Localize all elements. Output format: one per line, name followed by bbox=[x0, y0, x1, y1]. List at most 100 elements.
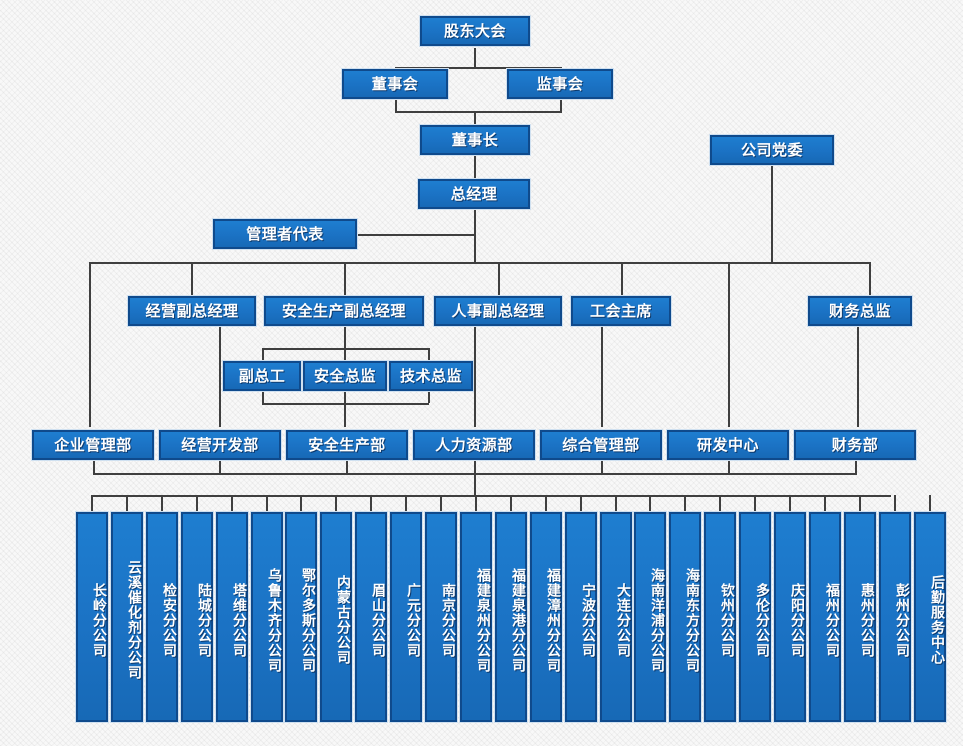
connector-branch-bar bbox=[91, 495, 891, 497]
node-department-finance[interactable]: 财务部 bbox=[793, 429, 917, 461]
node-label: 多伦分公司 bbox=[754, 582, 770, 658]
node-board-of-directors[interactable]: 董事会 bbox=[341, 68, 449, 100]
connector-branch-drop bbox=[91, 495, 93, 512]
node-label: 董事长 bbox=[451, 130, 499, 149]
node-branch-company[interactable]: 钦州分公司 bbox=[703, 511, 737, 723]
connector-branch-drop bbox=[300, 495, 302, 512]
node-department-rnd-center[interactable]: 研发中心 bbox=[666, 429, 790, 461]
node-label: 企业管理部 bbox=[54, 435, 132, 454]
node-branch-company[interactable]: 大连分公司 bbox=[599, 511, 633, 723]
node-management-representative[interactable]: 管理者代表 bbox=[212, 218, 358, 250]
node-label: 福建泉港分公司 bbox=[510, 567, 526, 673]
connector-director-drop-3 bbox=[428, 348, 430, 361]
connector-branch-drop bbox=[615, 495, 617, 512]
node-label: 人力资源部 bbox=[435, 435, 513, 454]
node-department-enterprise-management[interactable]: 企业管理部 bbox=[31, 429, 155, 461]
node-label: 长岭分公司 bbox=[91, 582, 107, 658]
node-branch-company[interactable]: 陆城分公司 bbox=[180, 511, 214, 723]
connector-supervisors-down bbox=[560, 99, 562, 111]
node-board-of-supervisors[interactable]: 监事会 bbox=[506, 68, 614, 100]
connector-dept-down-3 bbox=[346, 457, 348, 473]
node-branch-company[interactable]: 福建泉港分公司 bbox=[494, 511, 528, 723]
node-branch-company[interactable]: 福州分公司 bbox=[808, 511, 842, 723]
node-label: 广元分公司 bbox=[405, 582, 421, 658]
node-chairman[interactable]: 董事长 bbox=[419, 124, 531, 156]
connector-research-drop bbox=[728, 262, 730, 427]
connector-dept-to-branch-stem bbox=[474, 473, 476, 495]
node-department-general-management[interactable]: 综合管理部 bbox=[539, 429, 663, 461]
node-branch-company[interactable]: 彭州分公司 bbox=[878, 511, 912, 723]
connector-party-down bbox=[771, 165, 773, 262]
node-director-technology[interactable]: 技术总监 bbox=[388, 360, 474, 392]
connector-exec1-dept bbox=[219, 326, 221, 427]
node-shareholders-meeting[interactable]: 股东大会 bbox=[419, 15, 531, 47]
node-label: 安全生产副总经理 bbox=[281, 301, 406, 320]
connector-exec-bar bbox=[89, 262, 871, 264]
connector-branch-drop bbox=[649, 495, 651, 512]
node-branch-company[interactable]: 惠州分公司 bbox=[843, 511, 877, 723]
node-department-safety-production[interactable]: 安全生产部 bbox=[285, 429, 409, 461]
node-branch-company[interactable]: 海南洋浦分公司 bbox=[633, 511, 667, 723]
node-branch-company[interactable]: 海南东方分公司 bbox=[668, 511, 702, 723]
node-executive-hr-vp[interactable]: 人事副总经理 bbox=[433, 295, 563, 327]
node-general-manager[interactable]: 总经理 bbox=[417, 178, 531, 210]
connector-branch-drop bbox=[370, 495, 372, 512]
connector-finance-dept bbox=[857, 326, 859, 427]
node-department-business-development[interactable]: 经营开发部 bbox=[158, 429, 282, 461]
node-label: 宁波分公司 bbox=[580, 582, 596, 658]
node-label: 副总工 bbox=[238, 366, 286, 385]
connector-branch-drop bbox=[196, 495, 198, 512]
node-branch-company[interactable]: 南京分公司 bbox=[424, 511, 458, 723]
connector-dept-down-1 bbox=[93, 457, 95, 473]
node-executive-cfo[interactable]: 财务总监 bbox=[807, 295, 913, 327]
connector-mgmt-rep bbox=[357, 234, 475, 236]
connector-chairman-up bbox=[474, 111, 476, 125]
node-department-human-resources[interactable]: 人力资源部 bbox=[412, 429, 536, 461]
node-branch-company[interactable]: 内蒙古分公司 bbox=[319, 511, 353, 723]
node-executive-union-chairman[interactable]: 工会主席 bbox=[570, 295, 672, 327]
node-branch-company[interactable]: 乌鲁木齐分公司 bbox=[250, 511, 284, 723]
node-label: 塔维分公司 bbox=[231, 582, 247, 658]
node-branch-company[interactable]: 长岭分公司 bbox=[75, 511, 109, 723]
node-label: 彭州分公司 bbox=[894, 582, 910, 658]
connector-branch-drop bbox=[719, 495, 721, 512]
node-label: 福建泉州分公司 bbox=[475, 567, 491, 673]
connector-board-down bbox=[395, 99, 397, 111]
connector-branch-drop bbox=[929, 495, 931, 512]
node-label: 福州分公司 bbox=[824, 582, 840, 658]
node-label: 钦州分公司 bbox=[719, 582, 735, 658]
node-executive-safety-production-vp[interactable]: 安全生产副总经理 bbox=[263, 295, 425, 327]
node-branch-company[interactable]: 检安分公司 bbox=[145, 511, 179, 723]
node-branch-company[interactable]: 庆阳分公司 bbox=[773, 511, 807, 723]
connector-dept-down-5 bbox=[601, 457, 603, 473]
connector-branch-drop bbox=[580, 495, 582, 512]
node-branch-company[interactable]: 眉山分公司 bbox=[354, 511, 388, 723]
node-branch-company[interactable]: 云溪催化剂分公司 bbox=[110, 511, 144, 723]
connector-dept-down-4 bbox=[474, 457, 476, 473]
node-label: 公司党委 bbox=[740, 140, 803, 159]
node-branch-company[interactable]: 鄂尔多斯分公司 bbox=[284, 511, 318, 723]
node-branch-company[interactable]: 福建泉州分公司 bbox=[459, 511, 493, 723]
connector-shareholders-bar bbox=[395, 67, 562, 69]
node-branch-company[interactable]: 宁波分公司 bbox=[564, 511, 598, 723]
node-label: 惠州分公司 bbox=[859, 582, 875, 658]
node-label: 海南洋浦分公司 bbox=[649, 567, 665, 673]
node-branch-company[interactable]: 塔维分公司 bbox=[215, 511, 249, 723]
connector-dept-down-6 bbox=[728, 457, 730, 473]
connector-director-under-3 bbox=[428, 391, 430, 403]
node-director-safety[interactable]: 安全总监 bbox=[302, 360, 388, 392]
node-party-committee[interactable]: 公司党委 bbox=[709, 134, 835, 166]
node-executive-operations-vp[interactable]: 经营副总经理 bbox=[127, 295, 257, 327]
connector-branch-drop bbox=[266, 495, 268, 512]
node-director-deputy-chief-engineer[interactable]: 副总工 bbox=[222, 360, 302, 392]
node-branch-company[interactable]: 福建漳州分公司 bbox=[529, 511, 563, 723]
node-label: 研发中心 bbox=[696, 435, 759, 454]
connector-shareholders-down bbox=[474, 48, 476, 67]
node-label: 安全总监 bbox=[313, 366, 376, 385]
node-label: 海南东方分公司 bbox=[684, 567, 700, 673]
node-branch-company[interactable]: 后勤服务中心 bbox=[913, 511, 947, 723]
node-label: 管理者代表 bbox=[246, 224, 324, 243]
node-branch-company[interactable]: 多伦分公司 bbox=[738, 511, 772, 723]
node-branch-company[interactable]: 广元分公司 bbox=[389, 511, 423, 723]
